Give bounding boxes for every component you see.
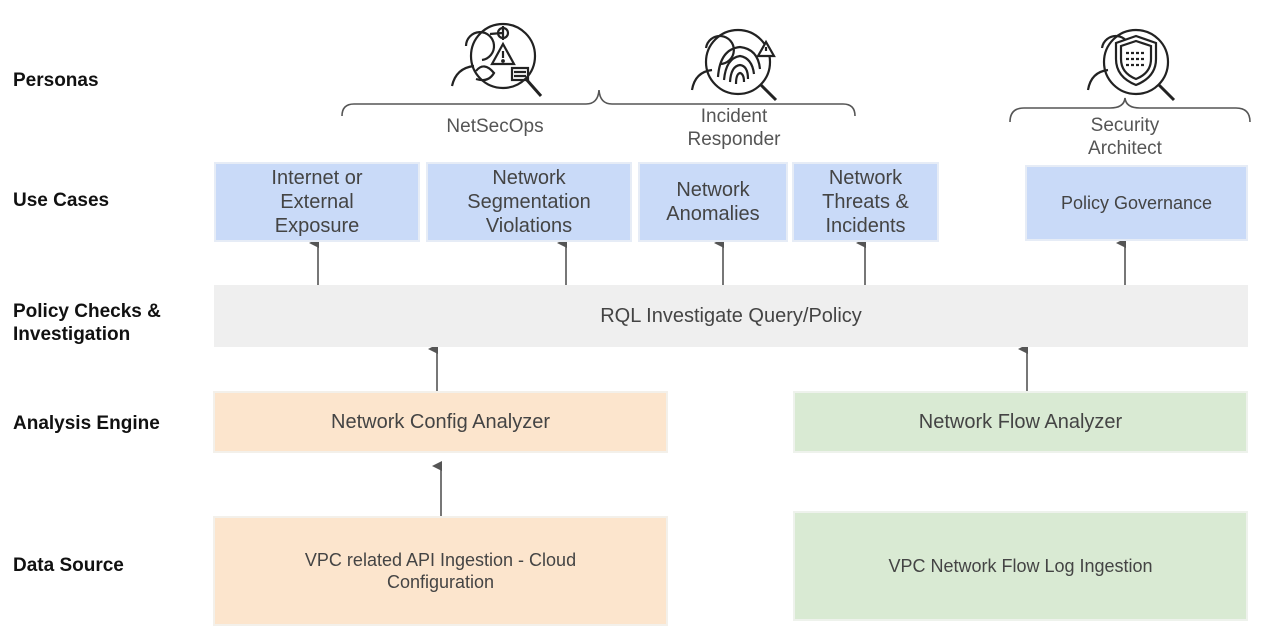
incident-responder-persona-icon: [690, 28, 778, 102]
row-label-policy-checks: Policy Checks & Investigation: [13, 301, 161, 345]
row-label-personas: Personas: [13, 70, 99, 91]
network-flow-analyzer-box: Network Flow Analyzer: [793, 391, 1248, 453]
vpc-flow-log-ingestion-box: VPC Network Flow Log Ingestion: [793, 511, 1248, 621]
network-config-analyzer-box: Network Config Analyzer: [213, 391, 668, 453]
persona-label-security-architect: Security Architect: [1088, 115, 1162, 159]
use-case-internet-exposure: Internet or External Exposure: [214, 162, 420, 242]
use-case-network-threats: Network Threats & Incidents: [792, 162, 939, 242]
use-case-network-anomalies: Network Anomalies: [638, 162, 788, 242]
persona-label-netsecops: NetSecOps: [446, 116, 544, 137]
vpc-api-ingestion-box: VPC related API Ingestion - Cloud Config…: [213, 516, 668, 626]
netsecops-persona-icon: [450, 22, 543, 97]
rql-investigate-policy-bar: RQL Investigate Query/Policy: [214, 285, 1248, 347]
use-case-segmentation-violations: Network Segmentation Violations: [426, 162, 632, 242]
row-label-use-cases: Use Cases: [13, 190, 110, 211]
security-architect-persona-icon: [1086, 28, 1176, 102]
row-label-data-source: Data Source: [13, 555, 124, 576]
persona-label-incident-responder: Incident Responder: [687, 106, 781, 150]
row-label-analysis-engine: Analysis Engine: [13, 413, 160, 434]
use-case-policy-governance: Policy Governance: [1025, 165, 1248, 241]
